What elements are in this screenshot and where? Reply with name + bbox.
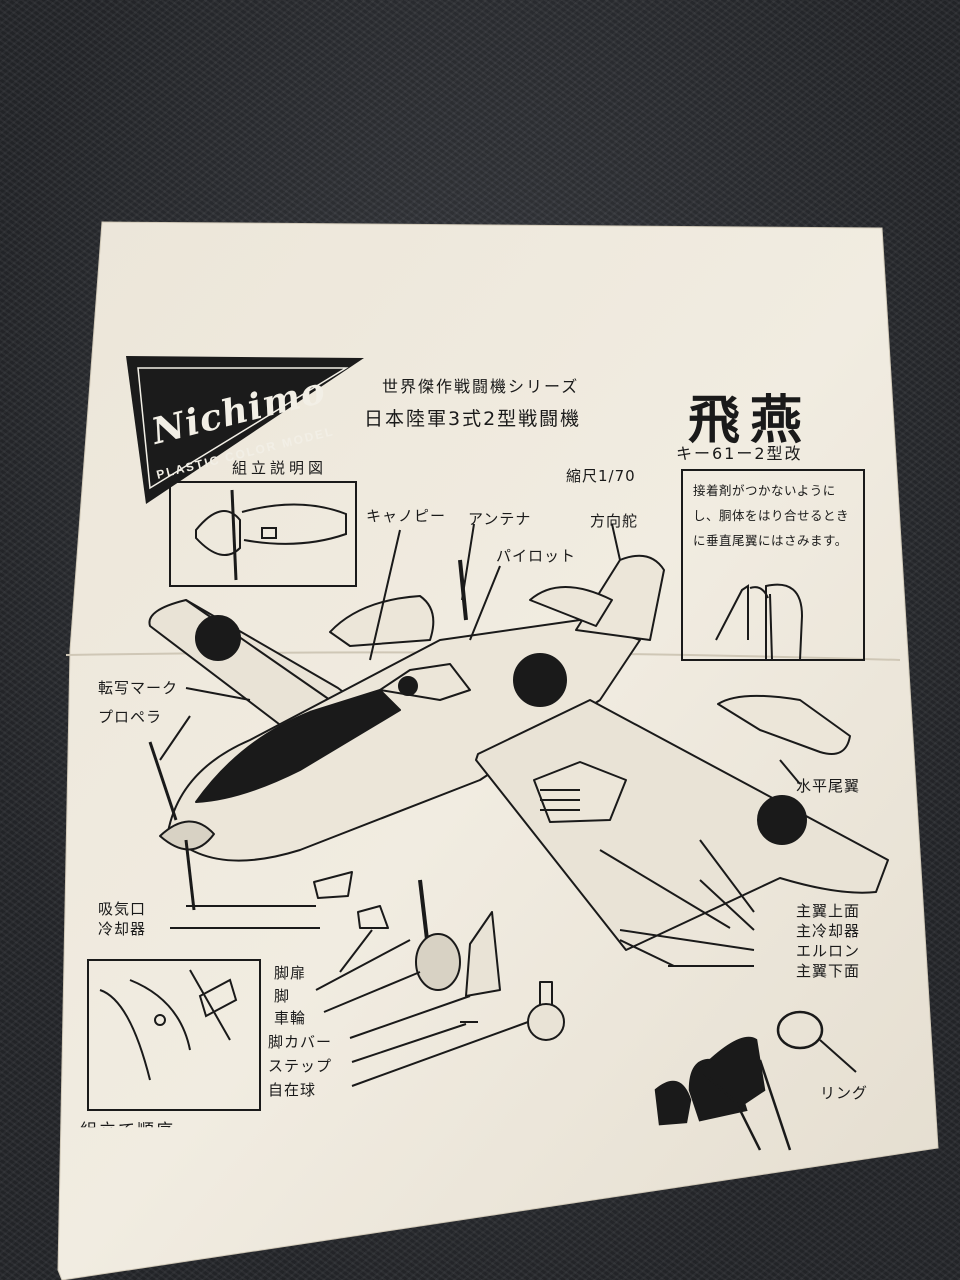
label-pilot: パイロット [496,547,577,565]
label-upper-wing: 主翼上面 [796,902,861,920]
ring-and-stand [654,1010,824,1151]
glue-note-box [681,469,865,661]
label-main-radiator: 主冷却器 [796,922,861,940]
aircraft-diagram [148,523,889,1087]
label-antenna: アンテナ [468,510,532,528]
assembly-order-heading: 組立て順序 [80,1116,175,1127]
label-ring: リング [820,1084,869,1102]
label-decal: 転写マーク [98,679,179,697]
label-step: ステップ [268,1057,333,1075]
series-title: 世界傑作戦闘機シリーズ [382,377,580,396]
label-lower-wing: 主翼下面 [796,962,861,980]
label-aileron: エルロン [796,942,861,960]
section-title: 組立説明図 [232,459,328,477]
fuselage-inset [87,959,261,1111]
label-propeller: プロペラ [98,708,163,726]
label-rudder: 方向舵 [590,512,639,530]
label-canopy: キャノピー [366,507,447,525]
glue-note: 接着剤がつかないようにし、胴体をはり合せるときに垂直尾翼にはさみます。 [693,483,850,548]
propeller-inset [169,481,357,587]
label-gear-cover: 脚カバー [268,1033,333,1051]
model-line: 日本陸軍3式2型戦闘機 [364,408,582,430]
label-radiator: 冷却器 [98,920,147,938]
label-wheel: 車輪 [274,1009,307,1027]
aircraft-name: 飛燕 [688,390,813,451]
label-air-intake: 吸気口 [98,900,147,918]
label-horizontal-tail: 水平尾翼 [796,777,861,795]
aircraft-designation: キー61ー2型改 [676,444,803,463]
label-ball-joint: 自在球 [268,1081,317,1099]
scale-label: 縮尺1/70 [566,467,636,485]
label-gear-door: 脚扉 [274,964,307,982]
label-gear-leg: 脚 [274,987,291,1005]
